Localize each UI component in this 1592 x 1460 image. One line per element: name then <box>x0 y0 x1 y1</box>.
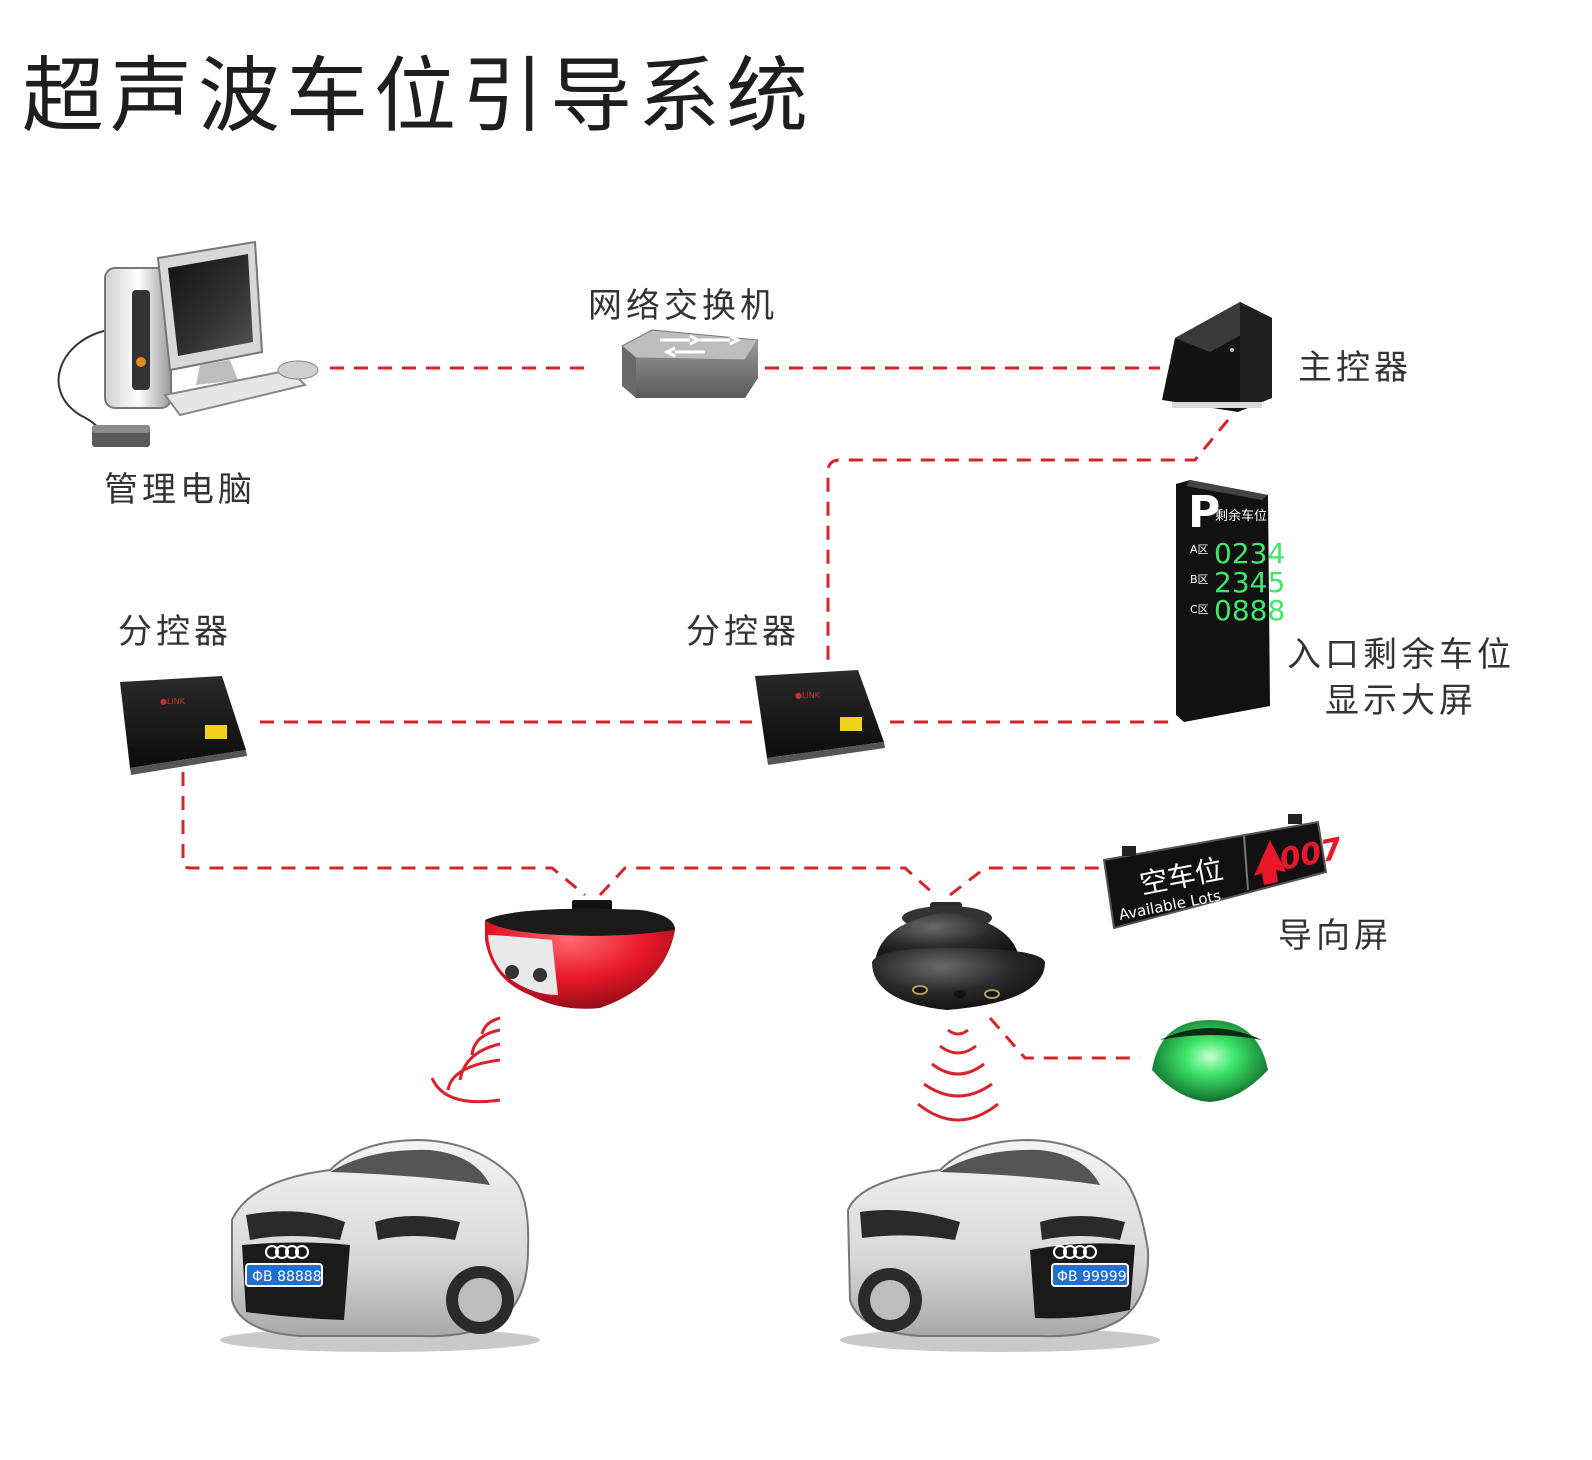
license-plate-text: ΦB 88888 <box>252 1269 322 1285</box>
indicator-light-green <box>1152 1020 1268 1102</box>
label-master-controller: 主控器 <box>1298 348 1412 388</box>
ultrasonic-waves-right <box>917 1028 999 1122</box>
entrance-header: 剩余车位 <box>1215 508 1267 524</box>
zone-label: A区 <box>1190 543 1209 556</box>
label-entrance-display: 入口剩余车位 显示大屏 <box>1276 632 1526 724</box>
entrance-rows: A区 0234 B区 2345 C区 0888 <box>1190 537 1285 627</box>
network-switch-icon <box>621 329 759 398</box>
up-arrow-icon <box>1254 840 1286 885</box>
label-guide-screen: 导向屏 <box>1278 916 1392 956</box>
license-plate <box>1051 1263 1129 1287</box>
zone-label: C区 <box>1190 603 1209 616</box>
connection-lines <box>181 366 1230 1060</box>
entrance-display-screen: P 剩余车位 A区 0234 B区 2345 C区 0888 <box>1176 480 1285 722</box>
sub-controller-1-icon: ●LINK <box>120 676 247 775</box>
parking-p-icon: P <box>1188 487 1220 538</box>
zone-count: 0888 <box>1214 594 1285 627</box>
line-master-sub2 <box>826 419 1230 668</box>
svg-text:●LINK: ●LINK <box>160 697 186 706</box>
ultrasonic-waves-left <box>430 1016 501 1104</box>
label-network-switch: 网络交换机 <box>588 286 778 326</box>
zone-label: B区 <box>1190 573 1209 586</box>
car-2: ΦB 99999 <box>840 1138 1160 1352</box>
master-controller-icon <box>1162 302 1272 412</box>
line-sub1-sensor1 <box>181 772 586 897</box>
svg-text:●LINK: ●LINK <box>795 691 821 700</box>
line-sensor1-sensor2 <box>598 866 937 897</box>
line-sensor2-guide <box>949 866 1100 897</box>
audi-logo-icon <box>1053 1245 1097 1259</box>
zone-count: 2345 <box>1214 566 1285 599</box>
page-title: 超声波车位引导系统 <box>22 49 815 144</box>
audi-logo-icon <box>265 1245 309 1259</box>
license-plate-text: ΦB 99999 <box>1057 1269 1127 1285</box>
pc-icon <box>57 240 319 447</box>
label-sub-controller-2: 分控器 <box>686 612 800 652</box>
label-entrance-display-line2: 显示大屏 <box>1325 681 1477 721</box>
ultrasonic-sensor-red <box>485 900 675 1009</box>
label-management-pc: 管理电脑 <box>104 470 256 510</box>
zone-count: 0234 <box>1214 537 1285 570</box>
ultrasonic-sensor-black <box>872 902 1045 1010</box>
label-entrance-display-line1: 入口剩余车位 <box>1287 635 1515 675</box>
line-sensor2-indicator <box>988 1017 1140 1060</box>
car-1: ΦB 88888 <box>220 1138 540 1352</box>
sub-controller-2-icon: ●LINK <box>755 670 885 765</box>
license-plate <box>245 1263 323 1287</box>
label-sub-controller-1: 分控器 <box>118 612 232 652</box>
